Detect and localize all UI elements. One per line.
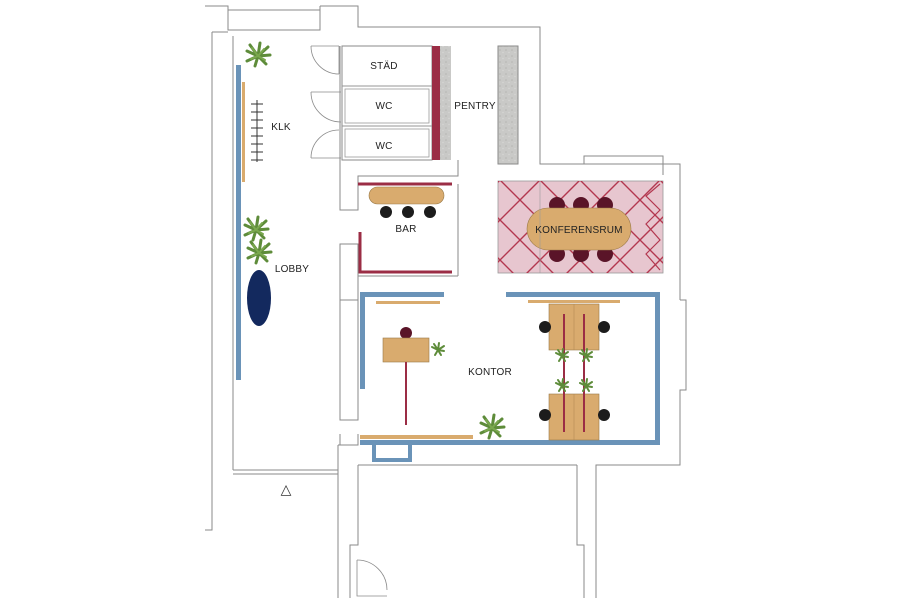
lobby-bench-blue (236, 65, 241, 380)
plant-icon (555, 348, 569, 362)
plant-icon (579, 348, 593, 362)
plant-icon (479, 413, 506, 440)
room-label-wc: WC (375, 101, 392, 112)
bar-furniture (358, 182, 452, 274)
doors (310, 45, 388, 597)
entrance-triangle-icon: △ (281, 482, 292, 498)
office-furniture (360, 292, 660, 462)
klk-shelf (242, 82, 245, 182)
room-label-kontor: KONTOR (468, 367, 512, 378)
room-label-klk: KLK (271, 122, 291, 133)
room-label-wc: WC (375, 141, 392, 152)
lobby-sofa (247, 270, 271, 326)
concrete-wall-left (440, 46, 451, 160)
plant-icon (246, 238, 273, 265)
plant-icon (243, 215, 270, 242)
room-label-lobby: LOBBY (275, 264, 309, 275)
bar-counter (368, 186, 445, 205)
conference-table (526, 207, 632, 251)
room-label-stad: STÄD (370, 60, 397, 72)
lobby-furniture (236, 65, 271, 380)
plant-icon (245, 41, 272, 68)
room-label-bar: BAR (395, 224, 416, 235)
conference-room (497, 180, 664, 274)
plant-icon (431, 342, 445, 356)
red-wall-accent (432, 46, 440, 160)
walls (205, 5, 687, 598)
desk (382, 337, 430, 363)
room-label-konferensrum: KONFERENSRUM (535, 225, 622, 236)
plant-icon (555, 378, 569, 392)
plant-icon (579, 378, 593, 392)
concrete-wall-right (498, 46, 518, 164)
room-label-pentry: PENTRY (454, 101, 496, 112)
